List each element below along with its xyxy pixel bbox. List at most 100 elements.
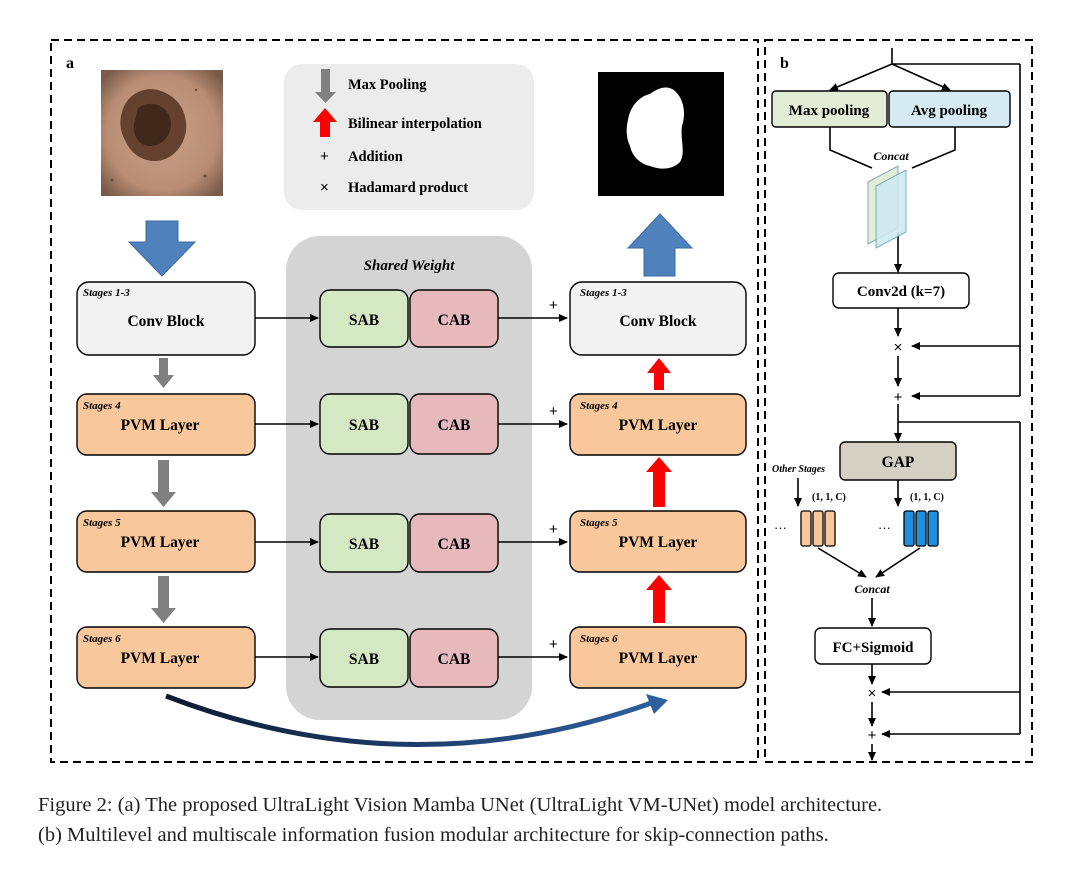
addition-symbol: +	[549, 521, 558, 538]
sab-label: SAB	[349, 312, 379, 329]
caption-line-2: (b) Multilevel and multiscale informatio…	[38, 824, 829, 846]
panel-b-label: b	[780, 55, 789, 72]
max-pooling-icon	[315, 69, 336, 103]
panel-b-border	[764, 39, 1033, 763]
cab-block	[409, 513, 499, 573]
sab-label: SAB	[349, 536, 379, 553]
encoder-block-label: PVM Layer	[121, 534, 200, 551]
gap-label: GAP	[882, 454, 915, 471]
cab-label: CAB	[438, 651, 471, 668]
hadamard-symbol: ×	[894, 339, 903, 356]
caption-line-1: Figure 2: (a) The proposed UltraLight Vi…	[38, 794, 883, 816]
gap-box	[839, 441, 957, 481]
encoder-stage-4: Stages 4 PVM Layer	[76, 393, 256, 456]
decoder-stage-5: Stages 5 PVM Layer	[569, 510, 747, 573]
legend: Max Pooling Bilinear interpolation + Add…	[284, 64, 534, 210]
attention-row-3: SAB CAB	[319, 513, 499, 573]
addition-symbol: +	[549, 297, 558, 314]
addition-symbol: +	[549, 403, 558, 420]
ellipsis-right: ···	[878, 520, 891, 535]
sab-label: SAB	[349, 651, 379, 668]
shared-weight-label: Shared Weight	[364, 258, 456, 274]
max-pooling-box	[771, 90, 888, 128]
bilinear-arrow	[646, 575, 672, 623]
panel-a-label: a	[66, 55, 74, 72]
bilinear-arrow	[646, 457, 672, 507]
attention-row-2: SAB CAB	[319, 393, 499, 455]
input-image	[101, 70, 223, 196]
decoder-block-label: PVM Layer	[619, 650, 698, 667]
legend-addition-symbol: +	[320, 148, 329, 165]
bottleneck-curved-arrow	[165, 693, 668, 748]
cab-label: CAB	[438, 417, 471, 434]
encoder-stage-label: Stages 4	[83, 400, 121, 412]
sab-label: SAB	[349, 417, 379, 434]
max-pooling-arrow	[151, 460, 176, 507]
other-stages-label: Other Stages	[772, 464, 825, 475]
legend-addition: Addition	[348, 149, 403, 165]
conv2d-label: Conv2d (k=7)	[857, 284, 945, 300]
output-mask-image	[598, 72, 724, 196]
encoder-block-label: Conv Block	[127, 313, 204, 330]
decoder-block-label: Conv Block	[619, 313, 696, 330]
encoder-stage-5: Stages 5 PVM Layer	[76, 510, 256, 573]
panel-b-lines	[794, 48, 1021, 761]
decoder-stage-label: Stages 5	[580, 517, 618, 529]
cab-block	[409, 628, 499, 688]
encoder-stage-label: Stages 6	[83, 633, 121, 645]
addition-symbol: +	[868, 727, 877, 744]
encoder-stage-label: Stages 5	[83, 517, 121, 529]
dim-left-label: (1, 1, C)	[812, 492, 846, 503]
sab-block	[319, 393, 409, 455]
input-blue-arrow	[127, 220, 197, 277]
encoder-stage-label: Stages 1-3	[83, 287, 130, 299]
attention-row-1: SAB CAB	[319, 289, 499, 348]
dim-right-label: (1, 1, C)	[910, 492, 944, 503]
bilinear-icon	[313, 108, 337, 137]
conv2d-box	[832, 272, 970, 309]
concat-label-1: Concat	[873, 149, 909, 163]
skip-connection-arrows	[255, 314, 568, 661]
decoder-stage-6: Stages 6 PVM Layer	[569, 626, 747, 689]
legend-hadamard: Hadamard product	[348, 180, 468, 196]
legend-max-pooling: Max Pooling	[348, 77, 427, 93]
decoder-stage-label: Stages 4	[580, 400, 618, 412]
encoder-stage-6: Stages 6 PVM Layer	[76, 626, 256, 689]
decoder-block-label: PVM Layer	[619, 534, 698, 551]
encoder-block-label: PVM Layer	[121, 417, 200, 434]
shared-weight-container	[286, 236, 532, 720]
output-blue-arrow	[626, 213, 694, 277]
panel-a-border	[50, 39, 759, 763]
max-pooling-label: Max pooling	[789, 103, 870, 119]
sab-block	[319, 628, 409, 688]
sab-block	[319, 513, 409, 573]
bilinear-arrow	[647, 358, 671, 390]
hadamard-symbol: ×	[868, 685, 877, 702]
decoder-stage-label: Stages 1-3	[580, 287, 627, 299]
encoder-stage-1-3: Stages 1-3 Conv Block	[76, 281, 256, 356]
decoder-stage-1-3: Stages 1-3 Conv Block	[569, 281, 747, 356]
other-stage-feature-bars	[800, 510, 836, 547]
cab-label: CAB	[438, 312, 471, 329]
addition-symbol: +	[894, 389, 903, 406]
figure-diagram: a Max Pooling Bilinear interpolation + A…	[50, 39, 1033, 763]
attention-row-4: SAB CAB	[319, 628, 499, 688]
fc-sigmoid-label: FC+Sigmoid	[832, 640, 914, 656]
current-stage-feature-bars	[903, 510, 939, 547]
encoder-block-label: PVM Layer	[121, 650, 200, 667]
avg-pooling-label: Avg pooling	[911, 103, 987, 119]
avg-pooling-box	[888, 90, 1011, 128]
decoder-stage-label: Stages 6	[580, 633, 618, 645]
legend-bilinear: Bilinear interpolation	[348, 116, 482, 132]
max-pooling-arrow	[153, 358, 174, 388]
concat-tensor-icon	[867, 165, 907, 249]
addition-symbol: +	[549, 636, 558, 653]
figure-caption: Figure 2: (a) The proposed UltraLight Vi…	[38, 790, 1068, 850]
ellipsis-left: ···	[774, 520, 787, 535]
legend-hadamard-symbol: ×	[320, 179, 329, 196]
max-pooling-arrow	[151, 576, 176, 623]
decoder-stage-4: Stages 4 PVM Layer	[569, 393, 747, 456]
decoder-block-label: PVM Layer	[619, 417, 698, 434]
sab-block	[319, 289, 409, 348]
concat-label-2: Concat	[854, 582, 890, 596]
